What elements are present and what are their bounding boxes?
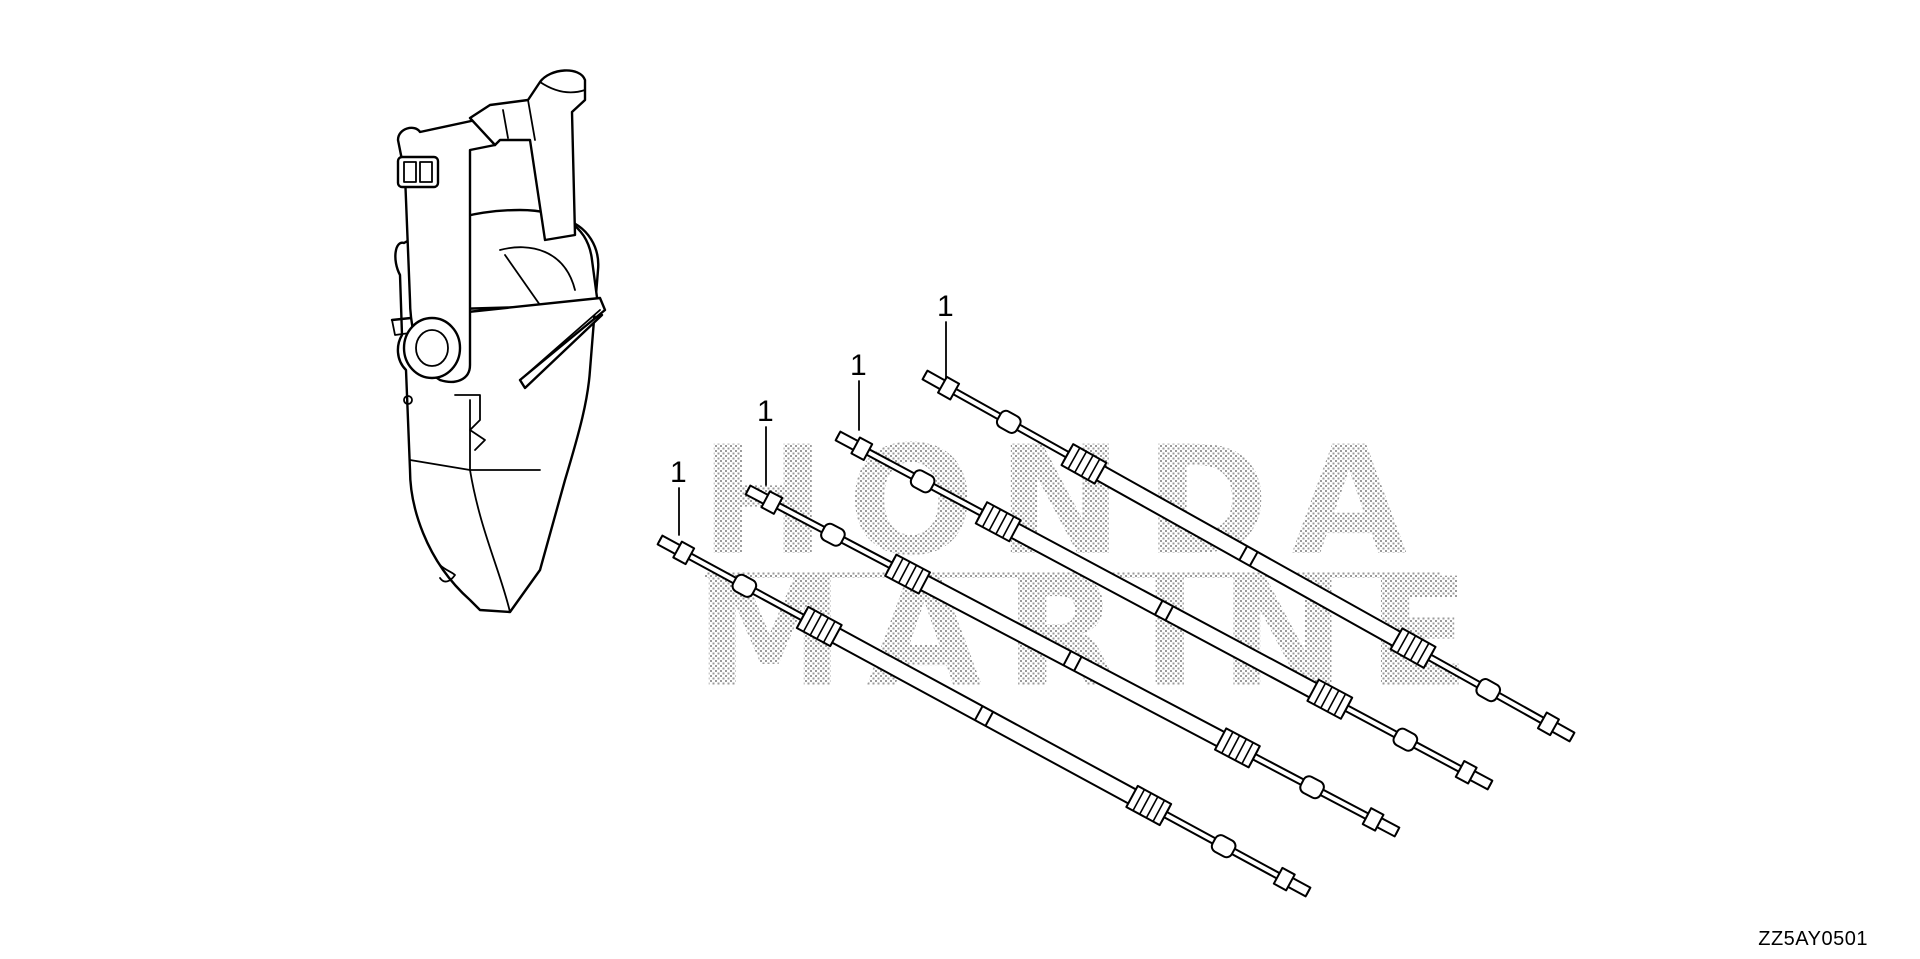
callout-label: 1 [757,395,774,428]
control-cable [921,369,1576,743]
control-cable [656,534,1312,898]
control-cables [656,369,1576,898]
diagram-code: ZZ5AY0501 [1758,928,1868,950]
callout-label: 1 [850,349,867,382]
remote-control-box [390,69,607,614]
callouts: 1 1 1 1 [670,290,954,536]
control-cable [834,430,1494,791]
callout-label: 1 [670,456,687,489]
callout-label: 1 [937,290,954,323]
control-cable [744,484,1401,838]
